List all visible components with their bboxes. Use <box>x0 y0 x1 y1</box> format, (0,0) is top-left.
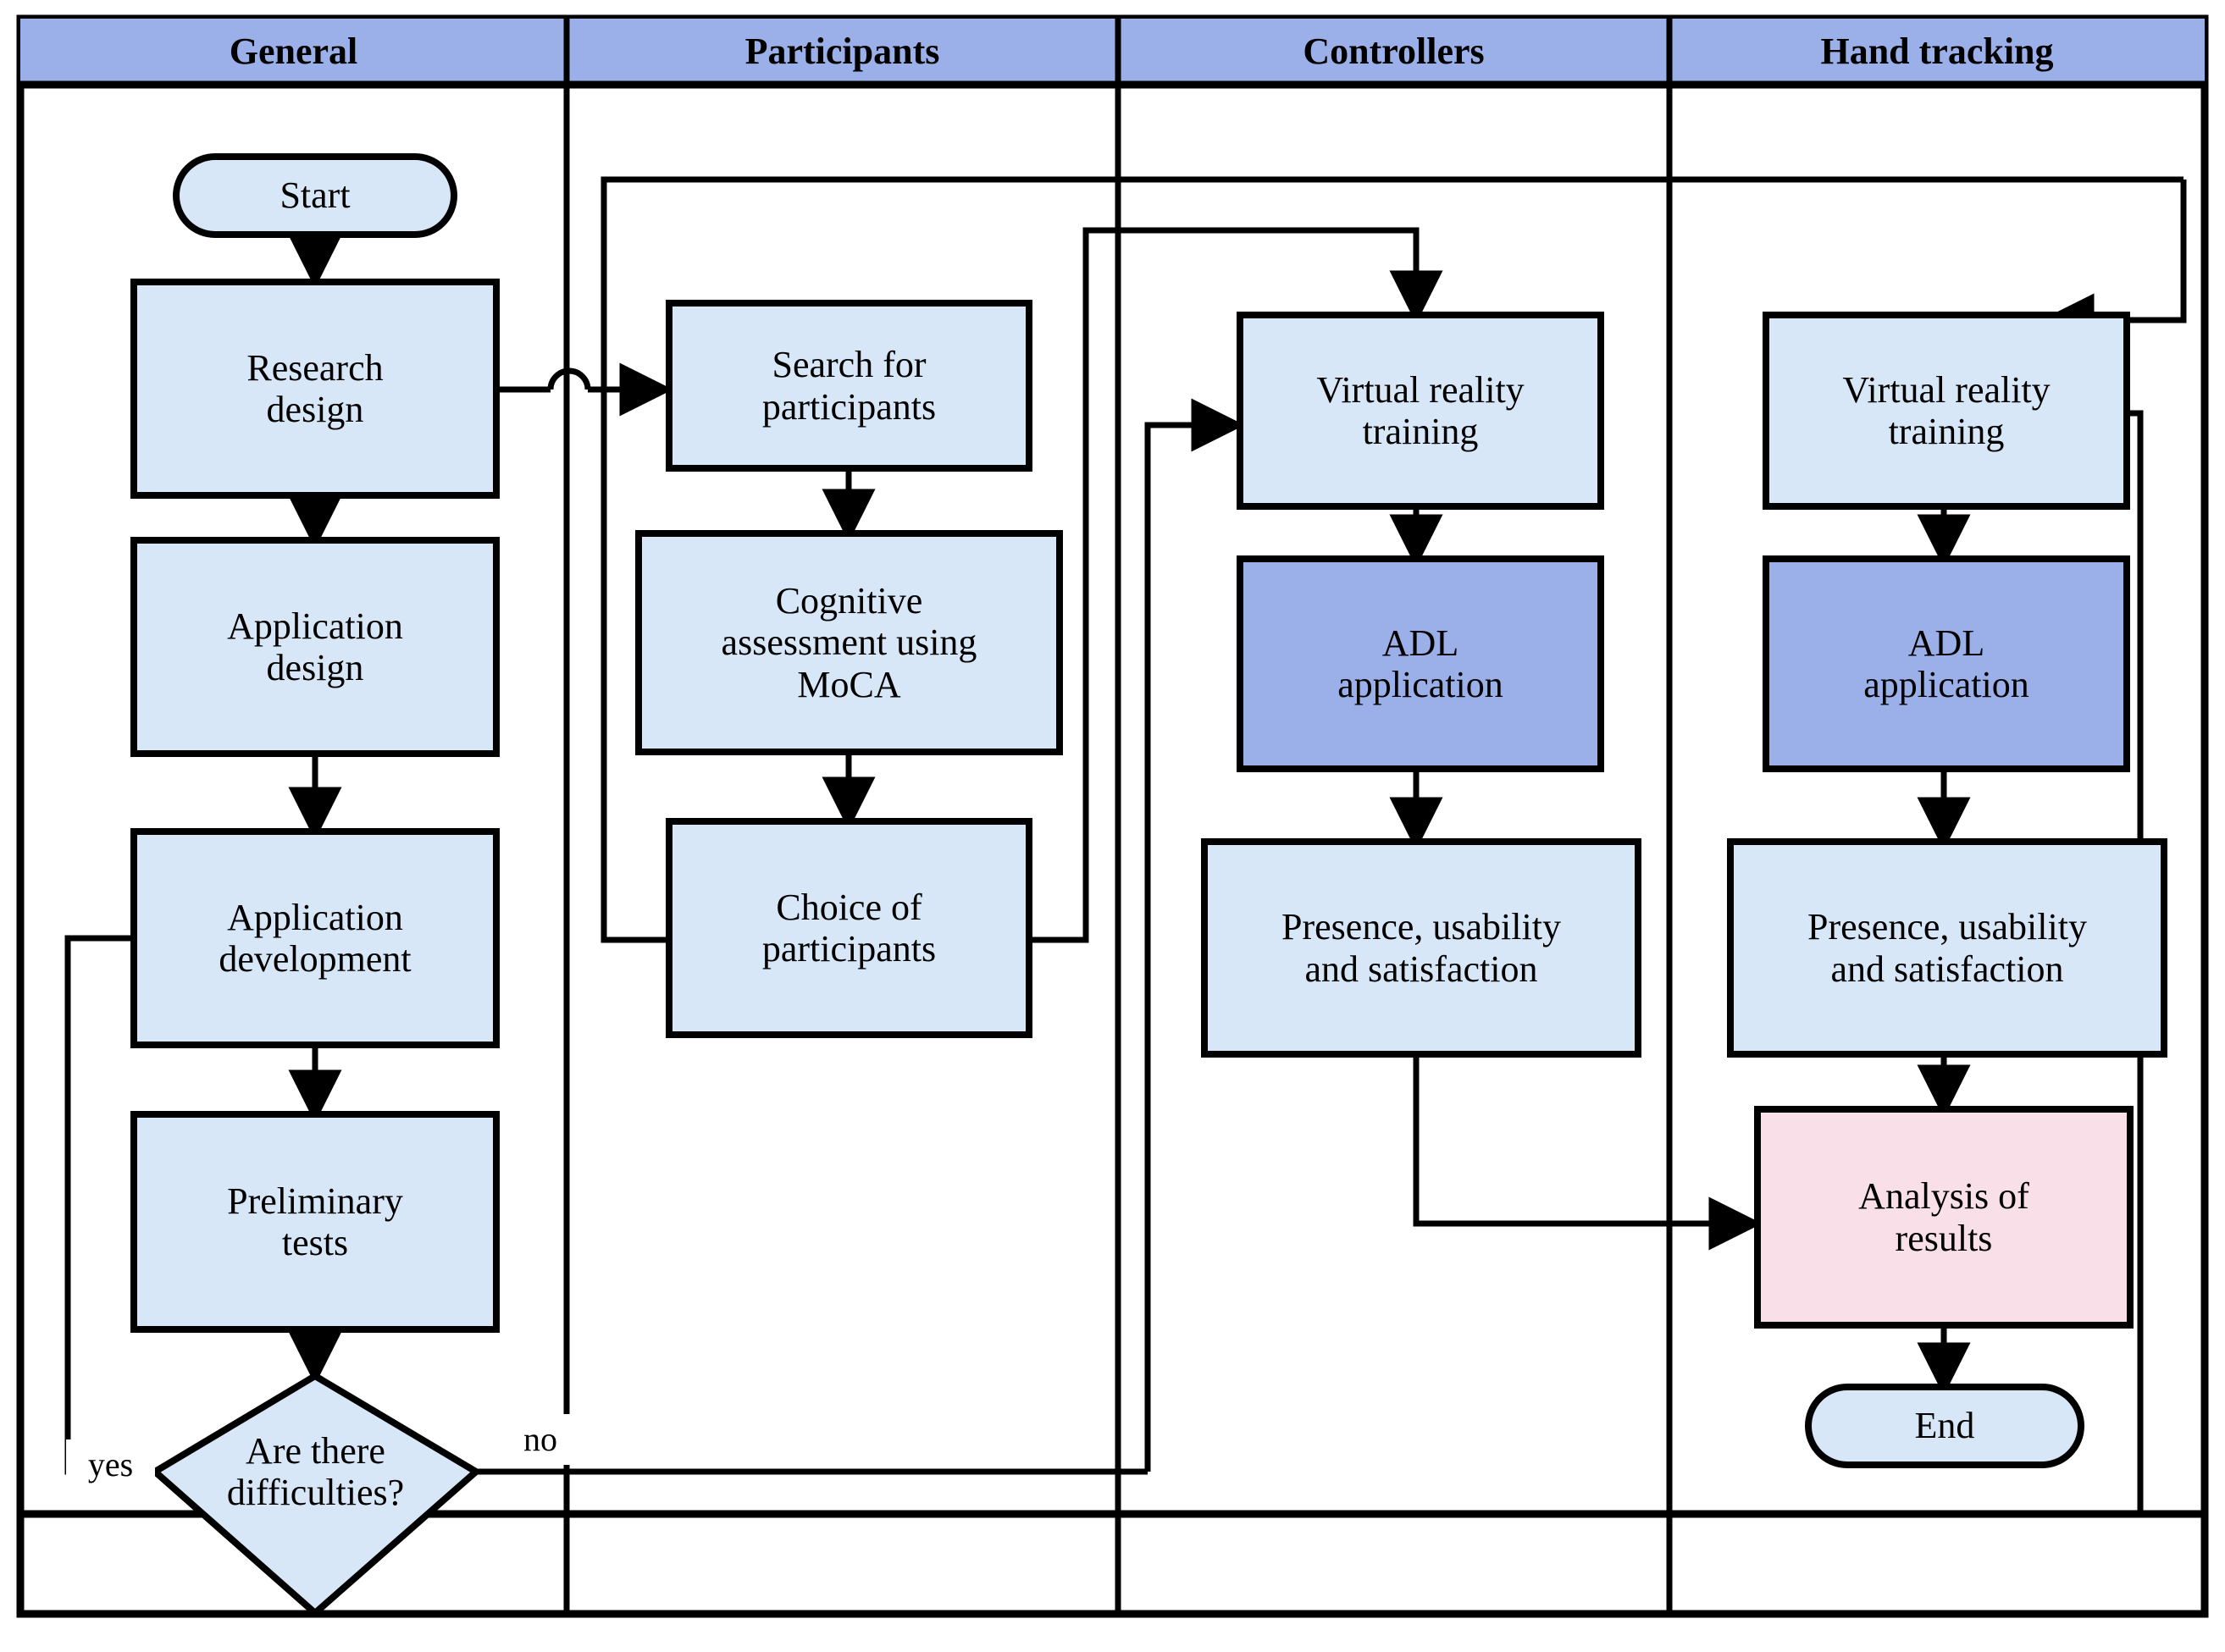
node-analysis-results[interactable] <box>1754 1106 2134 1329</box>
edge-ctrlpresence-analysis <box>1413 1054 1763 1251</box>
node-preliminary-tests[interactable] <box>130 1111 500 1333</box>
node-hand-vr-training[interactable] <box>1763 312 2130 510</box>
node-ctrl-vr-training[interactable] <box>1237 312 1604 510</box>
node-cognitive-assessment[interactable] <box>635 530 1063 755</box>
node-application-development[interactable] <box>130 828 500 1048</box>
node-hand-adl-application[interactable] <box>1763 555 2130 772</box>
edge-rail-to-handvr-down <box>2040 180 2187 347</box>
node-decision-difficulties[interactable] <box>149 1372 482 1618</box>
edge-decision-no-v <box>1144 398 1245 1472</box>
edge-jump-arc <box>547 367 591 390</box>
node-hand-presence[interactable] <box>1727 838 2167 1058</box>
nodes-layer <box>130 153 2167 1618</box>
node-research-design[interactable] <box>130 279 500 499</box>
node-end[interactable] <box>1805 1384 2084 1468</box>
edge-choice-right-rail <box>1032 227 1443 943</box>
header-band <box>20 19 2205 85</box>
node-ctrl-adl-application[interactable] <box>1237 555 1604 772</box>
node-start[interactable] <box>173 153 457 238</box>
edge-choice-left-rail <box>601 176 2183 943</box>
node-choice-participants[interactable] <box>666 818 1032 1038</box>
table-frame <box>16 14 2209 1618</box>
node-search-participants[interactable] <box>666 300 1032 472</box>
node-application-design[interactable] <box>130 537 500 757</box>
node-ctrl-presence[interactable] <box>1201 838 1641 1058</box>
